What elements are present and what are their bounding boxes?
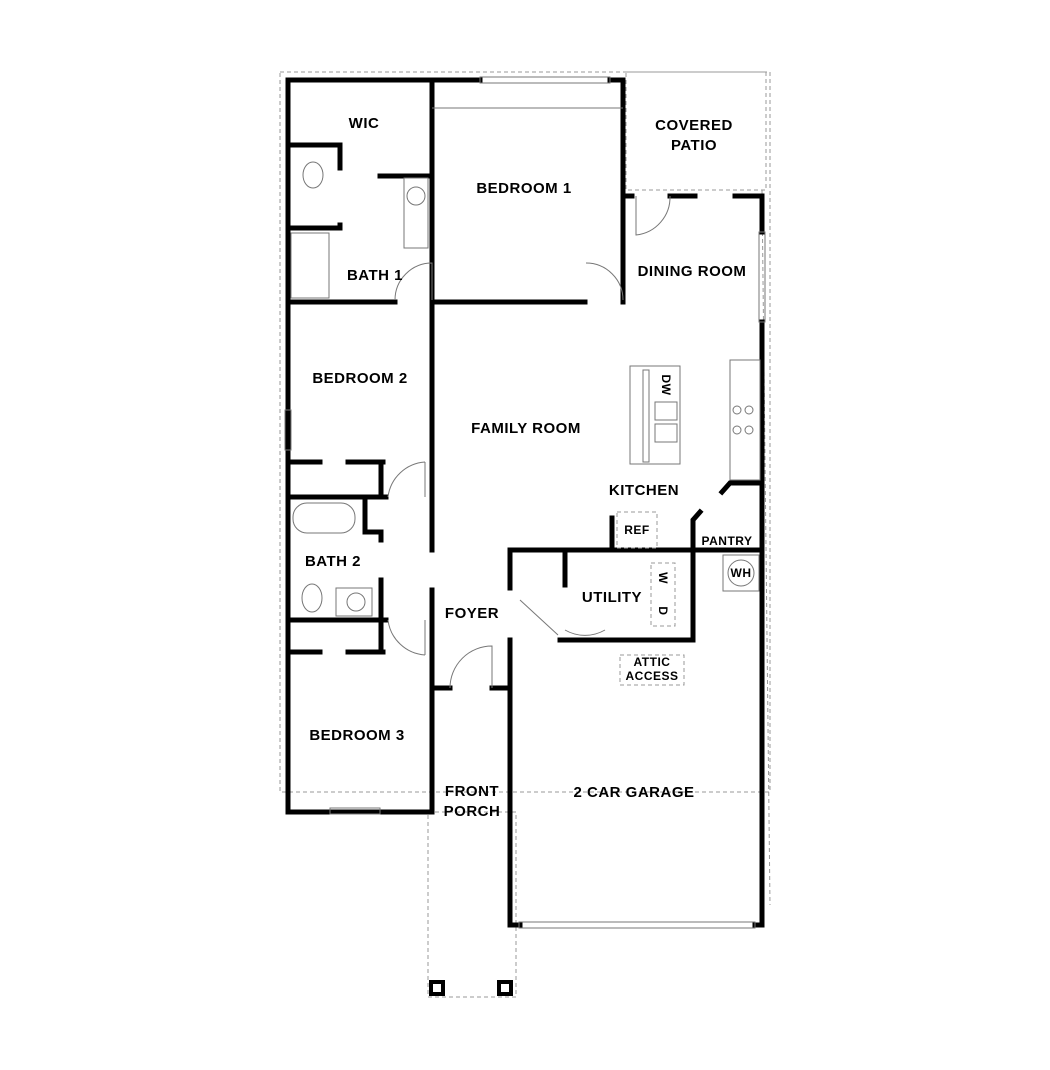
label-front-porch-2: PORCH: [444, 803, 501, 820]
label-wic: WIC: [349, 115, 380, 132]
label-water-heater: WH: [731, 566, 752, 580]
dashed-outlines: [279, 71, 771, 998]
label-attic-2: ACCESS: [625, 669, 678, 683]
label-attic: ATTIC: [634, 655, 671, 669]
label-dryer: D: [656, 606, 670, 615]
label-washer: W: [656, 572, 670, 584]
label-bath-1: BATH 1: [347, 267, 403, 284]
room-labels: WIC COVERED PATIO BEDROOM 1 BATH 1 DININ…: [305, 115, 753, 820]
label-family-room: FAMILY ROOM: [471, 420, 581, 437]
label-utility: UTILITY: [582, 589, 642, 606]
label-bedroom-3: BEDROOM 3: [309, 727, 404, 744]
label-bath-2: BATH 2: [305, 553, 361, 570]
label-pantry: PANTRY: [702, 534, 753, 548]
label-dining-room: DINING ROOM: [638, 263, 747, 280]
fixture-labels: DW REF W D WH ATTIC ACCESS: [624, 375, 751, 684]
label-dishwasher: DW: [659, 375, 673, 396]
label-covered-patio-2: PATIO: [671, 137, 717, 154]
label-front-porch: FRONT: [445, 783, 499, 800]
walls: [285, 77, 765, 928]
label-covered-patio: COVERED: [655, 117, 733, 134]
windows-doors: [284, 76, 766, 996]
label-kitchen: KITCHEN: [609, 482, 679, 499]
label-bedroom-1: BEDROOM 1: [476, 180, 571, 197]
label-bedroom-2: BEDROOM 2: [312, 370, 407, 387]
label-refrigerator: REF: [624, 523, 650, 537]
label-foyer: FOYER: [445, 605, 499, 622]
label-garage: 2 CAR GARAGE: [573, 784, 694, 801]
